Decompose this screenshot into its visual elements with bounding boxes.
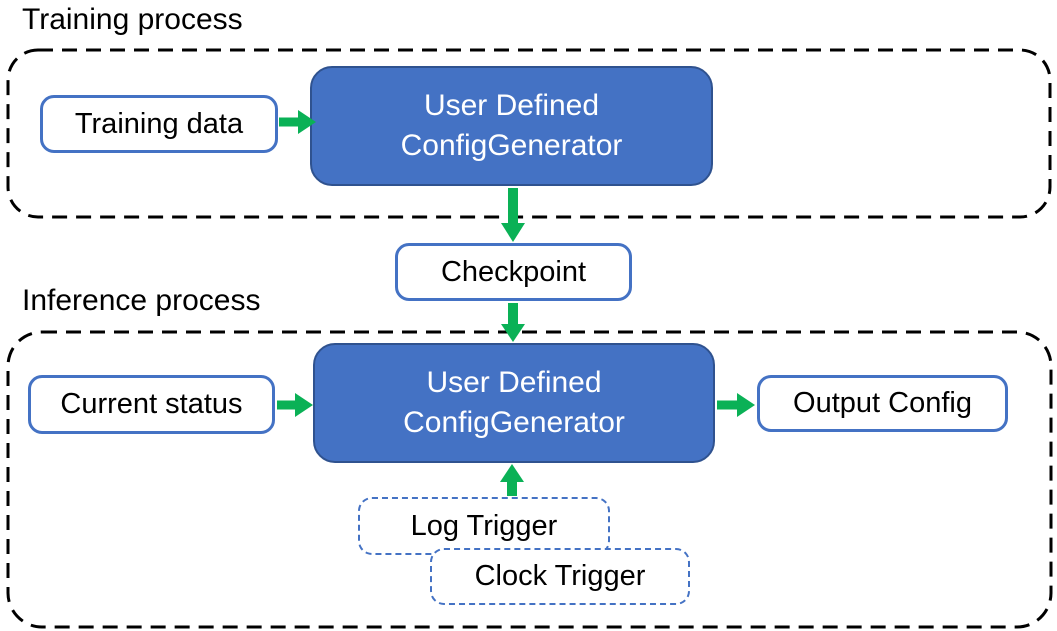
current-status-node: Current status [28, 375, 275, 434]
checkpoint-to-generator-arrow-down-icon [501, 303, 525, 342]
config-generator-training-node: User Defined ConfigGenerator [310, 66, 713, 186]
checkpoint-node: Checkpoint [395, 243, 632, 301]
current-status-arrow-right-icon [277, 393, 313, 417]
config-generator-inference-line2: ConfigGenerator [403, 406, 625, 439]
config-generator-training-line1: User Defined [423, 89, 600, 122]
output-config-node: Output Config [757, 375, 1008, 432]
config-generator-inference-line1: User Defined [426, 366, 602, 399]
training-section-label: Training process [22, 3, 243, 36]
training-data-node: Training data [40, 95, 278, 153]
inference-section-label: Inference process [22, 284, 261, 317]
clock-trigger-node: Clock Trigger [430, 548, 690, 605]
trigger-to-generator-arrow-up-icon [500, 464, 524, 496]
config-generator-training-line2: ConfigGenerator [400, 129, 623, 162]
generator-to-checkpoint-arrow-down-icon [501, 188, 525, 242]
config-generator-inference-node: User Defined ConfigGenerator [313, 343, 715, 463]
log-trigger-node: Log Trigger [358, 497, 610, 555]
generator-to-output-arrow-right-icon [717, 393, 755, 417]
